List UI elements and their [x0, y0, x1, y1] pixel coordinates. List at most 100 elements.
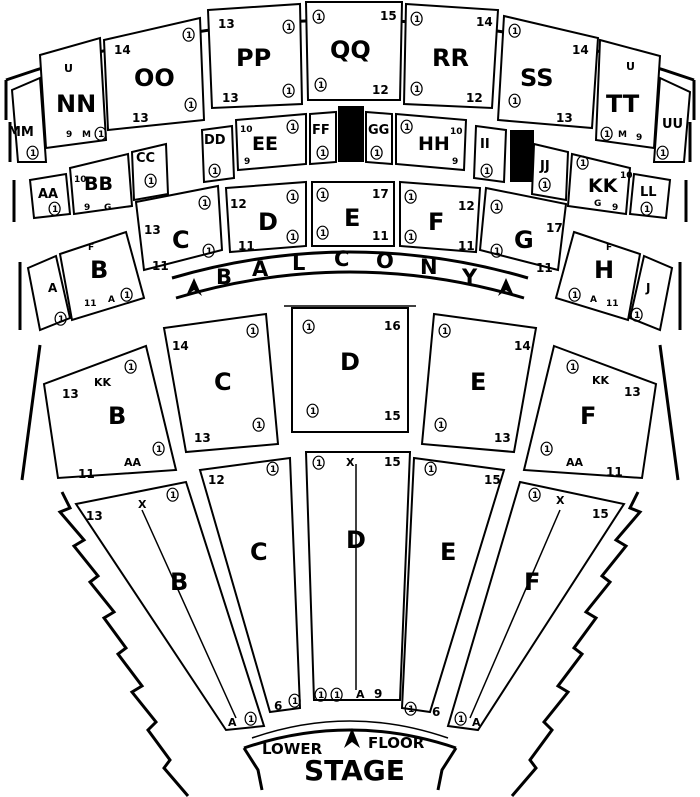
seat-number-label: 13 [144, 223, 161, 237]
seat-number-label: 1 [428, 465, 434, 475]
section-FF[interactable]: FF 1 [309, 110, 337, 166]
seat-number-label: 11 [238, 239, 255, 253]
seat-number-label: 1 [156, 445, 162, 455]
seat-number-label: 1 [292, 697, 298, 707]
row-label: U [626, 60, 635, 73]
section-label: C [214, 368, 232, 396]
seat-number-label: 1 [290, 233, 296, 243]
section-CC[interactable]: CC 1 [130, 142, 170, 202]
section-KK[interactable]: 1 10 KK G 9 [566, 152, 633, 216]
aisle-block [338, 106, 364, 162]
seat-number-label: 1 [286, 87, 292, 97]
section-F[interactable]: 1 12 F 1 11 [399, 180, 482, 254]
section-label: A [48, 281, 58, 295]
section-BB[interactable]: 10 BB 9 G [68, 152, 134, 216]
section-RR[interactable]: 1 14 RR 1 12 [402, 2, 500, 110]
section-II[interactable]: II 1 [472, 124, 508, 184]
seat-number-label: 15 [484, 473, 501, 487]
seat-number-label: 9 [84, 203, 90, 213]
section-DD[interactable]: DD 1 [200, 124, 236, 184]
seat-number-label: 11 [78, 467, 95, 481]
seat-number-label: 11 [606, 465, 623, 479]
seat-one-left-icon [198, 195, 211, 210]
section-B-rear[interactable]: 13 KK 1 B AA 1 11 [42, 344, 178, 481]
section-H-balcony[interactable]: F H 1 A 11 [554, 230, 642, 322]
section-C-rear[interactable]: 14 1 C 13 1 [162, 312, 280, 454]
seat-one-left-icon [566, 359, 579, 374]
section-D[interactable]: 12 1 D 11 1 [224, 180, 307, 254]
seat-one-right-icon [490, 243, 503, 258]
balcony-top-tier: MM 1 U NN 9 M 1 14 1 OO 13 1 13 1 PP 13 [8, 0, 692, 163]
section-label: BB [84, 173, 113, 195]
section-SS[interactable]: 1 14 SS 1 13 [496, 14, 600, 130]
section-A[interactable]: A 1 [26, 254, 72, 332]
seat-number-label: 1 [58, 315, 64, 325]
section-E-rear[interactable]: 1 14 E 1 13 [420, 312, 538, 454]
aisle-arrow-icon [498, 278, 514, 296]
seat-number-label: 15 [592, 507, 609, 521]
section-E-front[interactable]: 1 15 E 1 6 [400, 456, 506, 719]
section-EE[interactable]: 10 EE 9 1 [234, 112, 307, 172]
section-JJ[interactable]: JJ 1 [530, 142, 570, 202]
seat-number-label: 1 [604, 130, 610, 140]
seat-number-label: 1 [408, 233, 414, 243]
seat-number-label: 1 [270, 465, 276, 475]
section-C-front[interactable]: 12 1 C 6 1 [198, 456, 302, 714]
section-label: TT [606, 90, 640, 118]
seat-number-label: 1 [458, 715, 464, 725]
section-OO[interactable]: 14 1 OO 13 1 [102, 16, 206, 132]
seat-number-label: 1 [320, 149, 326, 159]
row-label: AA [566, 456, 584, 469]
seat-one-right-icon [244, 711, 257, 726]
seat-number-label: 13 [62, 387, 79, 401]
seat-one-right-icon [404, 229, 417, 244]
seat-one-right-icon [312, 9, 325, 24]
seat-number-label: 1 [310, 407, 316, 417]
seat-one-left-icon [410, 81, 423, 96]
section-UU[interactable]: UU 1 [652, 76, 692, 163]
section-C[interactable]: 13 1 C 11 1 [134, 184, 224, 273]
seat-one-left-icon [490, 199, 503, 214]
seat-number-label: 1 [374, 149, 380, 159]
seat-number-label: 10 [450, 127, 463, 137]
section-G[interactable]: 1 17 G 1 11 [478, 186, 568, 275]
section-label: II [480, 137, 490, 152]
seat-one-right-icon [400, 119, 413, 134]
seat-number-label: 6 [432, 705, 440, 719]
section-AA[interactable]: AA 1 [28, 172, 72, 220]
seat-number-label: 10 [620, 171, 633, 181]
section-B-balcony[interactable]: F B 11 A 1 [58, 230, 146, 322]
section-NN[interactable]: U NN 9 M 1 [38, 36, 108, 150]
section-J[interactable]: J 1 [628, 254, 674, 332]
section-B-front[interactable]: 13 X 1 B A 1 [74, 480, 266, 732]
seat-one-left-icon [54, 311, 67, 326]
seat-number-label: 11 [84, 299, 97, 309]
section-label: SS [520, 64, 554, 92]
balcony-label-letter: O [376, 249, 394, 273]
section-D-rear[interactable]: 1 16 D 1 15 [284, 305, 416, 433]
section-MM[interactable]: MM 1 [8, 76, 48, 163]
seat-number-label: 16 [384, 319, 401, 333]
section-QQ[interactable]: 1 15 QQ 1 12 [304, 0, 404, 101]
seat-number-label: 1 [290, 123, 296, 133]
section-label: D [258, 208, 278, 236]
section-label: FF [312, 123, 330, 138]
section-label: C [172, 226, 190, 254]
section-PP[interactable]: 13 1 PP 13 1 [206, 2, 304, 110]
seat-number-label: 1 [570, 363, 576, 373]
section-E[interactable]: 1 17 E 1 11 [311, 181, 395, 247]
seat-number-label: 1 [52, 205, 58, 215]
section-F-front[interactable]: 1 X 15 F 1 A [446, 480, 626, 732]
seat-one-left-icon [330, 687, 343, 702]
section-GG[interactable]: GG 1 [365, 110, 393, 166]
seat-number-label: 1 [404, 123, 410, 133]
section-HH[interactable]: 1 10 HH 9 [395, 112, 468, 172]
section-F-rear[interactable]: 1 KK 13 F 1 AA 11 [522, 344, 658, 480]
row-label: A [472, 716, 481, 729]
seat-number-label: 11 [536, 261, 553, 275]
section-TT[interactable]: U TT 1 M 9 [594, 38, 662, 150]
section-LL[interactable]: LL 1 [628, 172, 672, 220]
section-label: E [440, 538, 456, 566]
section-D-front[interactable]: 1 X 15 D 1 1 A 9 [304, 451, 412, 702]
row-label: A [108, 295, 115, 305]
